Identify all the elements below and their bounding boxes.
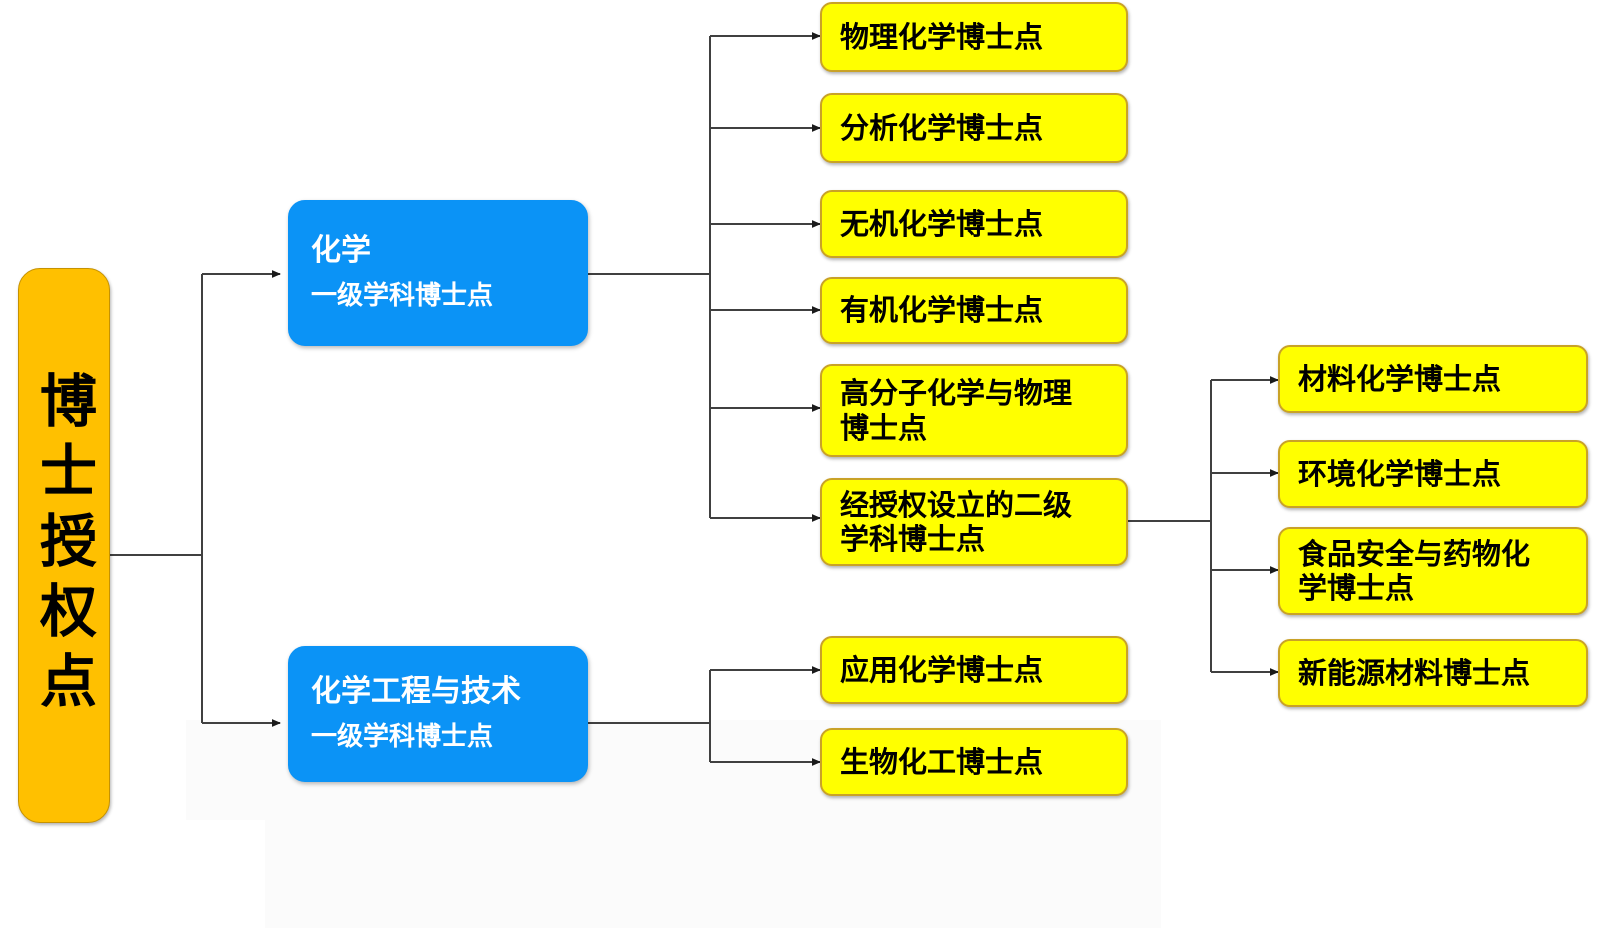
node-polymer-chem[interactable]: 高分子化学与物理 博士点 <box>820 364 1128 457</box>
node-anal-chem-label: 分析化学博士点 <box>840 110 1044 145</box>
node-new-energy-mat-label: 新能源材料博士点 <box>1298 655 1531 690</box>
node-phys-chem-label: 物理化学博士点 <box>840 19 1044 54</box>
node-anal-chem[interactable]: 分析化学博士点 <box>820 93 1128 163</box>
node-food-drug-chem[interactable]: 食品安全与药物化 学博士点 <box>1278 527 1588 615</box>
node-org-chem[interactable]: 有机化学博士点 <box>820 277 1128 344</box>
node-applied-chem-label: 应用化学博士点 <box>840 652 1044 687</box>
node-authorized-secondary[interactable]: 经授权设立的二级 学科博士点 <box>820 478 1128 566</box>
node-new-energy-mat[interactable]: 新能源材料博士点 <box>1278 639 1588 707</box>
node-applied-chem[interactable]: 应用化学博士点 <box>820 636 1128 704</box>
node-chem-eng-subtitle: 一级学科博士点 <box>311 722 494 753</box>
node-org-chem-label: 有机化学博士点 <box>840 293 1044 328</box>
node-chemistry-subtitle: 一级学科博士点 <box>311 281 494 312</box>
node-polymer-chem-label: 高分子化学与物理 博士点 <box>840 376 1073 445</box>
node-chem-eng-title: 化学工程与技术 <box>311 673 521 709</box>
node-inorg-chem[interactable]: 无机化学博士点 <box>820 190 1128 258</box>
node-chemistry[interactable]: 化学 一级学科博士点 <box>288 200 588 346</box>
node-bio-chem-eng[interactable]: 生物化工博士点 <box>820 728 1128 796</box>
node-root[interactable]: 博士授权点 <box>18 268 110 823</box>
node-authorized-secondary-label: 经授权设立的二级 学科博士点 <box>840 487 1073 556</box>
node-phys-chem[interactable]: 物理化学博士点 <box>820 2 1128 72</box>
node-chem-eng[interactable]: 化学工程与技术 一级学科博士点 <box>288 646 588 782</box>
node-chemistry-title: 化学 <box>311 232 371 268</box>
node-env-chem[interactable]: 环境化学博士点 <box>1278 440 1588 508</box>
node-bio-chem-eng-label: 生物化工博士点 <box>840 744 1044 779</box>
node-root-label: 博士授权点 <box>30 370 98 721</box>
node-food-drug-chem-label: 食品安全与药物化 学博士点 <box>1298 536 1531 605</box>
node-env-chem-label: 环境化学博士点 <box>1298 456 1502 491</box>
node-inorg-chem-label: 无机化学博士点 <box>840 206 1044 241</box>
node-mat-chem[interactable]: 材料化学博士点 <box>1278 345 1588 413</box>
node-mat-chem-label: 材料化学博士点 <box>1298 361 1502 396</box>
